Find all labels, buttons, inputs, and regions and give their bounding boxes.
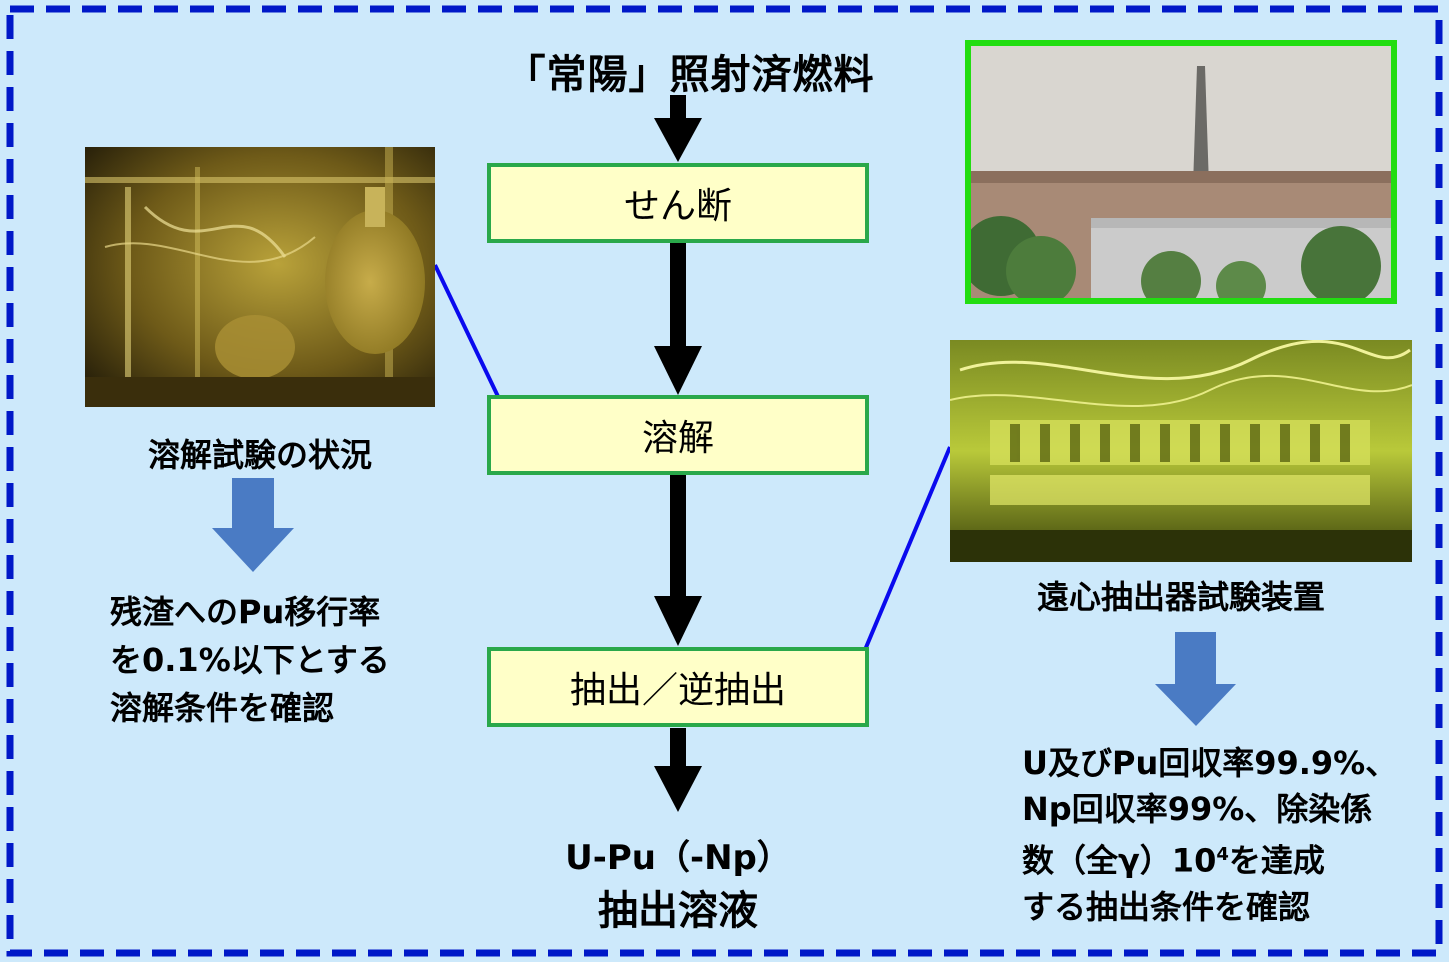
block-arrow-left (212, 478, 294, 572)
dissolution-note-line-3: 溶解条件を確認 (110, 689, 335, 727)
facility-building-photo (965, 40, 1397, 304)
flow-arrow-1 (654, 95, 702, 162)
flow-arrow-2 (654, 242, 702, 395)
step-shearing: せん断 (487, 163, 869, 243)
dissolution-note-line-1: 残渣へのPu移行率 (110, 593, 381, 631)
centrifugal-extractor-caption: 遠心抽出器試験装置 (1036, 578, 1325, 616)
flow-arrow-3 (654, 474, 702, 646)
extraction-note-line-3: 数（全γ）104を達成 (1022, 832, 1422, 884)
output-label-line1: U-Pu（-Np） (565, 838, 791, 878)
source-fuel-title: 「常陽」照射済燃料 (505, 52, 875, 98)
dissolution-note-line-2: を0.1%以下とする (110, 641, 390, 679)
extraction-note-line-3-prefix: 数（全γ）10 (1022, 841, 1217, 880)
flow-arrow-4 (654, 728, 702, 812)
dissolution-result-note: 残渣へのPu移行率 を0.1%以下とする 溶解条件を確認 (110, 588, 390, 732)
extraction-note-line-2: Np回収率99%、除染係 (1022, 790, 1373, 828)
dissolution-test-photo (85, 147, 435, 407)
centrifugal-extractor-photo (950, 340, 1412, 562)
extraction-note-line-4: する抽出条件を確認 (1022, 887, 1311, 926)
step-extraction: 抽出／逆抽出 (487, 647, 869, 727)
step-dissolution: 溶解 (487, 395, 869, 475)
block-arrow-right (1155, 632, 1236, 726)
extraction-note-exponent: 4 (1216, 844, 1229, 865)
dissolution-test-caption: 溶解試験の状況 (147, 436, 372, 474)
extraction-note-line-1: U及びPu回収率99.9%、 (1022, 744, 1398, 782)
extraction-note-line-3-suffix: を達成 (1228, 841, 1325, 880)
output-label-line2: 抽出溶液 (598, 888, 758, 934)
extraction-result-note: U及びPu回収率99.9%、 Np回収率99%、除染係 数（全γ）104を達成 … (1022, 740, 1422, 930)
